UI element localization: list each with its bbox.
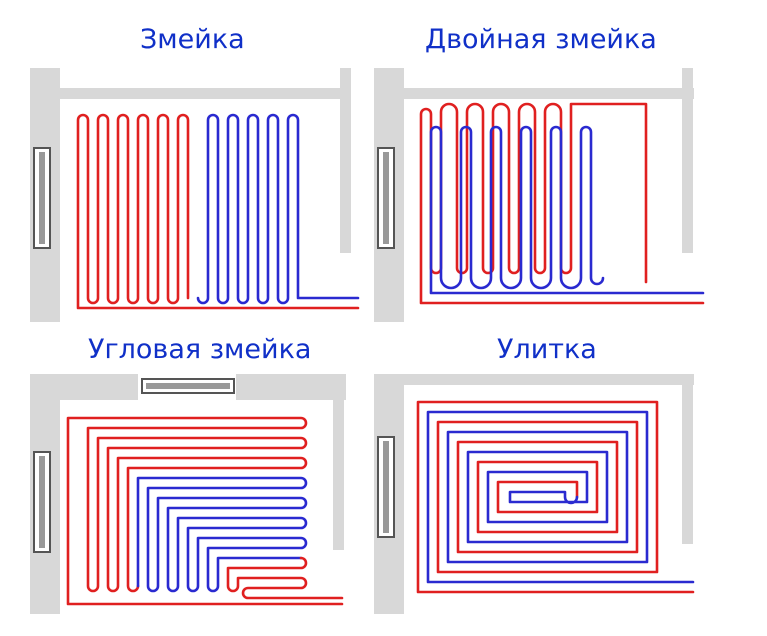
return-pipe (136, 476, 308, 593)
return-pipe (429, 125, 705, 295)
panel-double-snake (374, 68, 705, 322)
radiator-icon (377, 436, 395, 538)
supply-pipe (66, 416, 344, 606)
radiator-icon (33, 147, 51, 249)
return-pipe (426, 410, 695, 584)
title-snake: Змейка (140, 24, 245, 55)
radiator-icon (377, 147, 395, 249)
title-corner-snake: Угловая змейка (88, 334, 312, 365)
panel-spiral (374, 374, 695, 614)
radiator-icon (141, 378, 235, 394)
supply-pipe (419, 102, 705, 305)
title-double-snake: Двойная змейка (425, 24, 657, 55)
supply-pipe (416, 400, 695, 594)
supply-pipe (76, 113, 360, 310)
title-spiral: Улитка (497, 334, 597, 365)
panel-snake (30, 68, 360, 322)
supply-pipe-end (226, 556, 344, 600)
return-pipe (196, 113, 360, 305)
radiator-icon (33, 451, 51, 553)
panel-corner-snake (30, 374, 346, 614)
